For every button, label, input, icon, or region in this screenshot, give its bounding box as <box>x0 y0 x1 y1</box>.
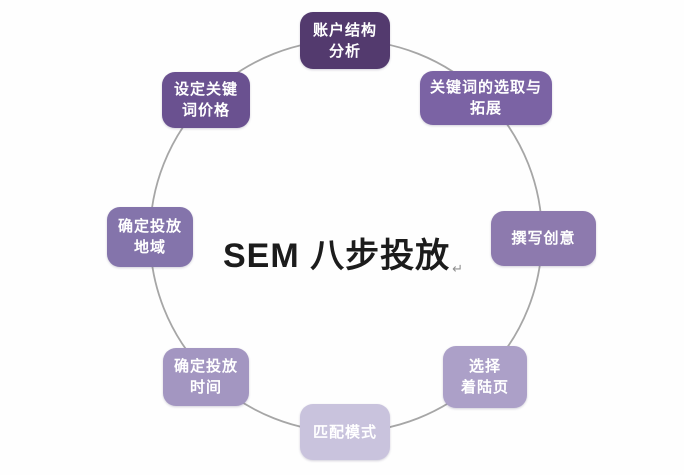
diagram-title: SEM 八步投放↵ <box>0 228 684 277</box>
step-account-structure-analysis: 账户结构 分析 <box>300 12 390 69</box>
step-label-line1: 匹配模式 <box>312 423 377 441</box>
step-label-line1: 设定关键 <box>173 81 238 98</box>
step-match-mode: 匹配模式 <box>300 404 390 460</box>
step-label-line2: 分析 <box>328 42 361 60</box>
step-label-line2: 拓展 <box>469 100 502 117</box>
step-label-line1: 确定投放 <box>117 218 182 235</box>
step-label-line2: 着陆页 <box>460 379 509 396</box>
step-determine-launch-time: 确定投放 时间 <box>163 348 249 406</box>
step-label-line1: 确定投放 <box>173 358 238 375</box>
step-label-line1: 账户结构 <box>312 21 377 39</box>
step-label-line1: 关键词的选取与 <box>429 79 542 96</box>
step-choose-landing-page: 选择 着陆页 <box>443 346 527 408</box>
step-label-line2: 词价格 <box>181 102 230 119</box>
step-determine-launch-region: 确定投放 地域 <box>107 207 193 267</box>
diagram-title-text: SEM 八步投放 <box>222 237 451 275</box>
step-label-line2: 时间 <box>189 379 222 396</box>
step-set-keyword-price: 设定关键 词价格 <box>162 72 250 128</box>
paragraph-return-mark: ↵ <box>452 261 464 276</box>
step-label-line2: 地域 <box>133 239 166 256</box>
step-label-line1: 选择 <box>468 358 501 375</box>
step-keyword-selection-expansion: 关键词的选取与 拓展 <box>420 71 552 125</box>
step-write-creative: 撰写创意 <box>491 211 596 266</box>
step-label-line1: 撰写创意 <box>511 230 576 247</box>
